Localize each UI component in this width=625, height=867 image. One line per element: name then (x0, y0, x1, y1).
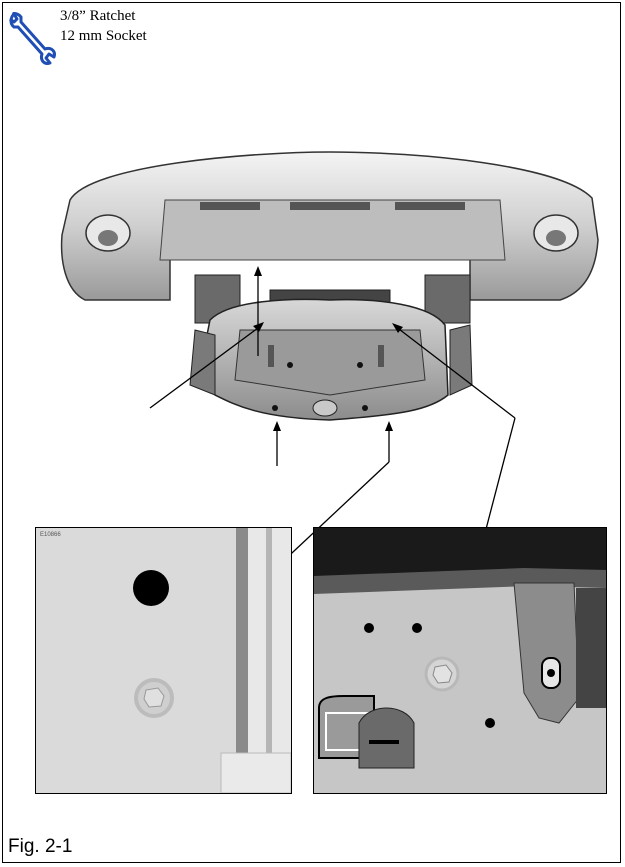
figure-label: Fig. 2-1 (8, 836, 73, 857)
arrow-heads (253, 266, 403, 431)
tool-ratchet: 3/8” Ratchet (60, 8, 136, 24)
bumper-fascia (60, 151, 599, 301)
tool-socket: 12 mm Socket (60, 28, 147, 44)
detail-right-graphic (314, 528, 606, 793)
wrench-icon (9, 11, 56, 65)
detail-inset-left: E10866 (35, 527, 292, 794)
skid-plate (189, 298, 473, 421)
tool-list: 3/8” Ratchet 12 mm Socket (60, 6, 147, 46)
detail-inset-right (313, 527, 607, 794)
detail-left-graphic (36, 528, 291, 793)
inset-code: E10866 (40, 532, 61, 538)
